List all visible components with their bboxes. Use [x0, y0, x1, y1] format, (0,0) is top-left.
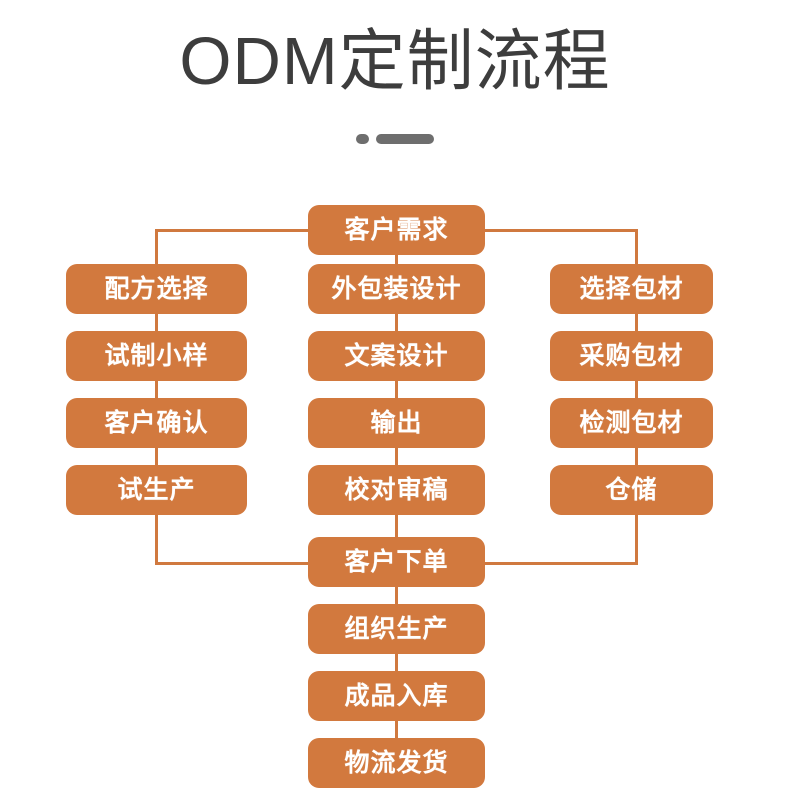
node-select-packaging-material[interactable]: 选择包材 — [550, 264, 713, 314]
node-warehousing[interactable]: 仓储 — [550, 465, 713, 515]
edge-l1-l2 — [155, 314, 158, 332]
divider-bar-icon — [376, 134, 434, 144]
node-trial-production[interactable]: 试生产 — [66, 465, 247, 515]
divider-dot-icon — [356, 134, 369, 144]
edge-r4-join-horizontal — [480, 562, 638, 565]
edge-r3-r4 — [635, 448, 638, 466]
edge-start-to-middle — [395, 255, 398, 267]
page-title: ODM定制流程 — [179, 24, 611, 99]
edge-l2-l3 — [155, 381, 158, 399]
edge-t1-t2 — [395, 654, 398, 672]
node-outer-packaging-design[interactable]: 外包装设计 — [308, 264, 485, 314]
node-output[interactable]: 输出 — [308, 398, 485, 448]
edge-join-t1 — [395, 587, 398, 605]
edge-r2-r3 — [635, 381, 638, 399]
node-formula-selection[interactable]: 配方选择 — [66, 264, 247, 314]
edge-r4-join-vertical — [635, 515, 638, 564]
node-finished-goods-inbound[interactable]: 成品入库 — [308, 671, 485, 721]
node-logistics-shipment[interactable]: 物流发货 — [308, 738, 485, 788]
node-inspect-packaging-material[interactable]: 检测包材 — [550, 398, 713, 448]
title-divider — [0, 133, 790, 145]
node-customer-requirement[interactable]: 客户需求 — [308, 205, 485, 255]
node-customer-confirmation[interactable]: 客户确认 — [66, 398, 247, 448]
edge-m1-m2 — [395, 314, 398, 332]
edge-m3-m4 — [395, 448, 398, 466]
node-proofreading[interactable]: 校对审稿 — [308, 465, 485, 515]
edge-start-to-right-vertical — [635, 229, 638, 264]
node-trial-sample[interactable]: 试制小样 — [66, 331, 247, 381]
node-organize-production[interactable]: 组织生产 — [308, 604, 485, 654]
edge-r1-r2 — [635, 314, 638, 332]
edge-l3-l4 — [155, 448, 158, 466]
node-copywriting-design[interactable]: 文案设计 — [308, 331, 485, 381]
edge-start-to-right-horizontal — [483, 229, 638, 232]
edge-t2-t3 — [395, 721, 398, 739]
edge-m4-join — [395, 515, 398, 537]
edge-start-to-left-horizontal — [155, 229, 310, 232]
edge-m2-m3 — [395, 381, 398, 399]
edge-l4-join-horizontal — [155, 562, 313, 565]
edge-start-to-left-vertical — [155, 229, 158, 264]
edge-l4-join-vertical — [155, 515, 158, 564]
node-purchase-packaging-material[interactable]: 采购包材 — [550, 331, 713, 381]
node-customer-place-order[interactable]: 客户下单 — [308, 537, 485, 587]
